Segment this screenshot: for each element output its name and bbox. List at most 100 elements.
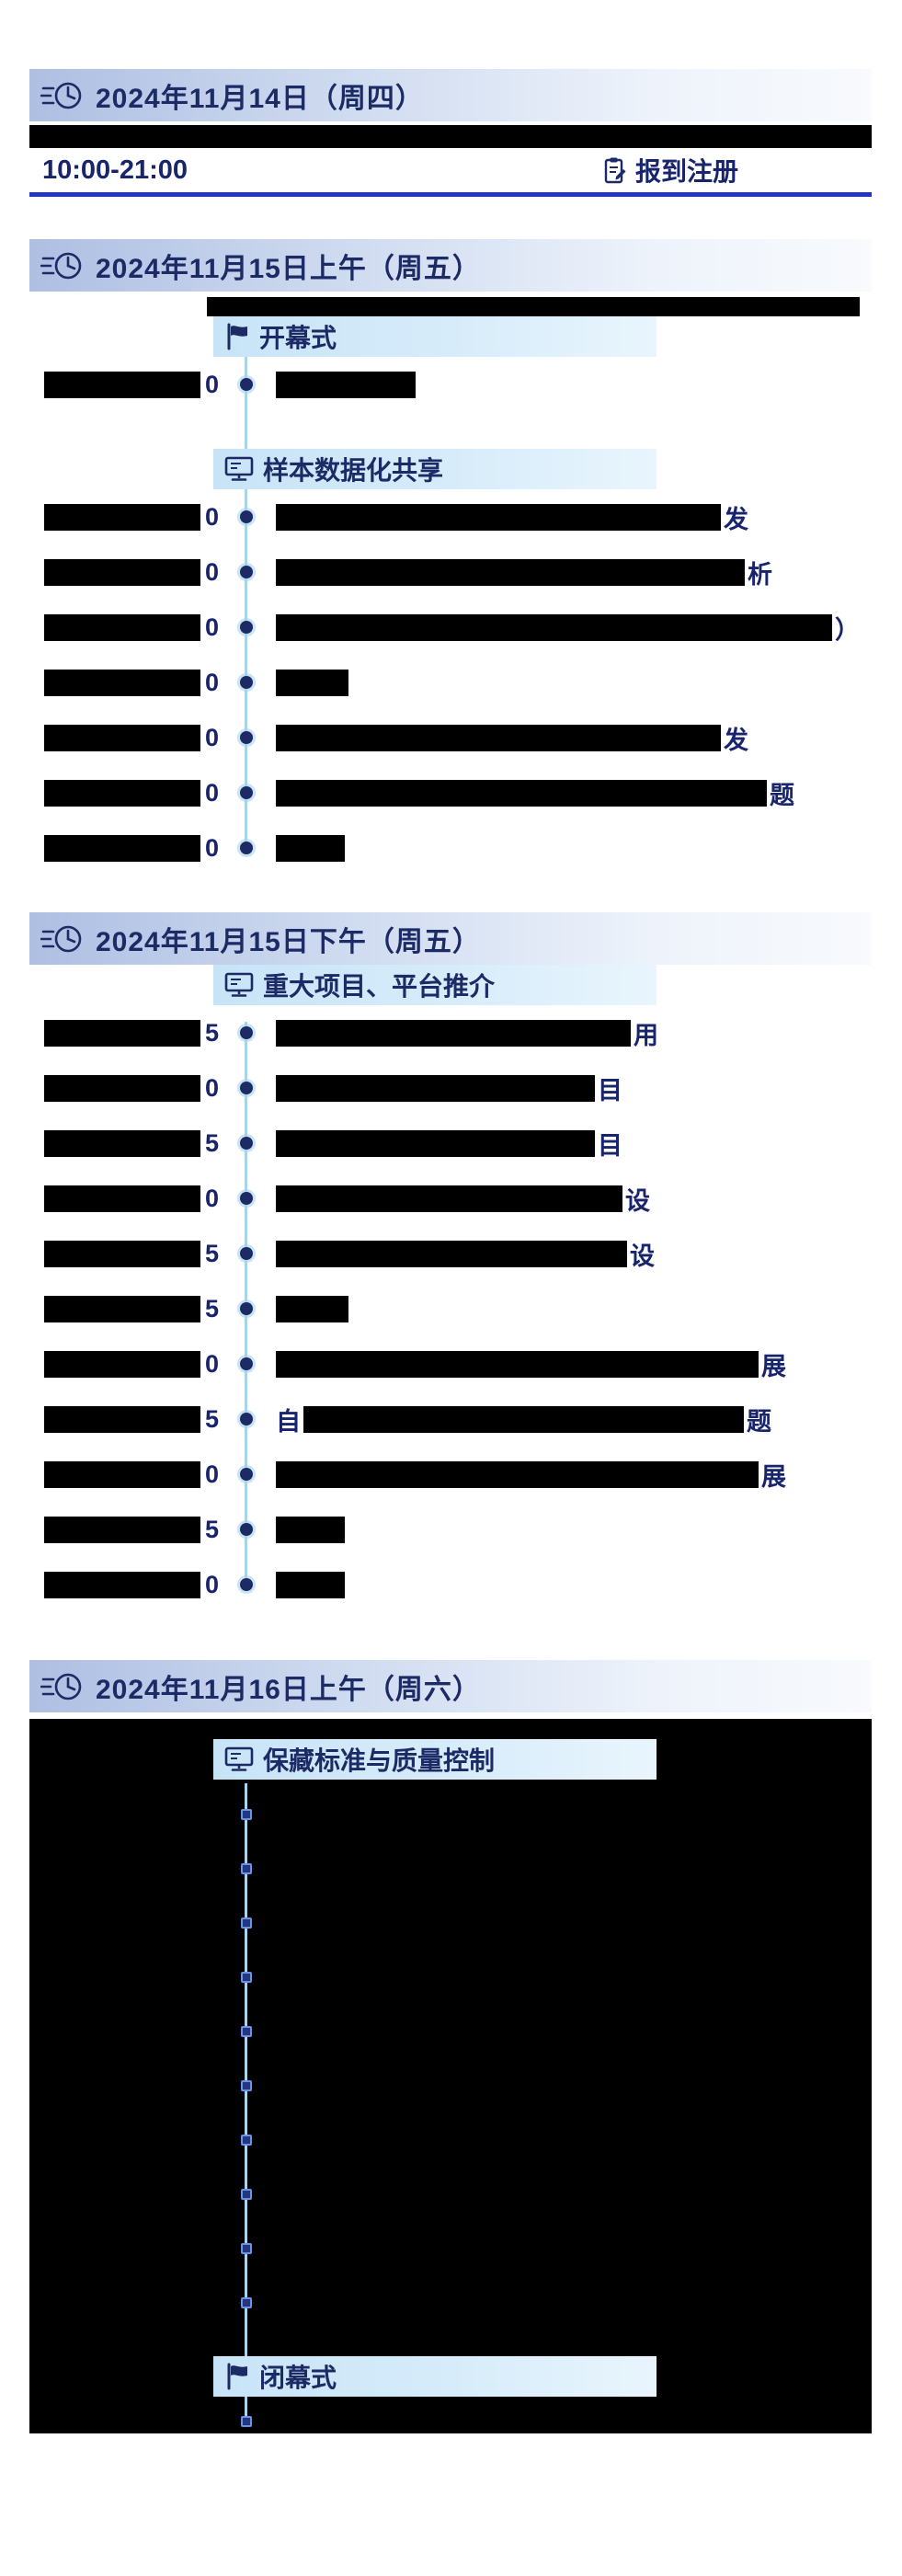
day2-morning-title: 2024年11月15日上午（周五） [96,253,481,284]
redacted-time [44,1460,200,1488]
agenda-row: 0 [29,357,872,412]
time-last-digit: 0 [205,502,220,531]
group-header: 样本数据化共享 [213,449,657,489]
clock-icon [40,79,83,112]
clock-icon [40,249,83,282]
agenda-item [276,1516,345,1543]
redacted-time [44,1516,200,1543]
time-last-digit: 5 [205,1239,220,1267]
redacted-agenda-item [276,1516,345,1543]
agenda-item: 用 [276,1015,658,1051]
timeline-dot [240,566,253,578]
agenda-item-visible-text: 发 [724,505,748,533]
registration-time: 10:00-21:00 [42,155,188,185]
section-day1: 2024年11月14日（周四） 10:00-21:00 报到注册 [29,69,872,197]
group-header: 开幕式 [213,316,657,357]
time-last-digit: 0 [205,370,220,398]
timeline-dot [241,2189,252,2200]
agenda-item: 设 [276,1236,655,1272]
day3-redacted-block: 保藏标准与质量控制闭幕式 [29,1719,872,2433]
agenda-item-visible-text: 目 [598,1076,622,1105]
redacted-time [44,558,200,586]
agenda-item [276,371,416,398]
timeline-dot [241,2026,252,2037]
timeline-line [245,348,247,848]
timeline-dot [240,1302,253,1315]
group-title: 保藏标准与质量控制 [263,1746,496,1775]
redacted-time [44,1019,200,1047]
timeline-dot [241,1863,252,1874]
group-title: 闭幕式 [259,2364,337,2392]
redacted-time [44,1405,200,1433]
agenda-item-visible-text: 设 [625,1186,650,1215]
redacted-time [44,1571,200,1598]
agenda-item-visible-text: 发 [724,726,748,754]
redacted-time [44,1350,200,1378]
registration-row: 10:00-21:00 报到注册 [29,148,872,192]
time-last-digit: 5 [205,1515,220,1543]
agenda-item: 展 [276,1346,786,1382]
timeline-dot [241,2080,252,2091]
timeline-dot [240,1468,253,1481]
timeline-dot [241,2297,252,2308]
redacted-agenda-item [276,1185,622,1212]
time-last-digit: 0 [205,1073,220,1102]
timeline-dot [240,786,253,799]
clock-icon [40,1670,83,1703]
timeline-dot [240,1578,253,1591]
timeline-dot [241,1809,252,1820]
redacted-time [44,724,200,751]
agenda-item: 自题 [276,1402,771,1437]
time-last-digit: 0 [205,833,220,862]
redacted-agenda-item [276,1129,595,1157]
agenda-row: 0） [29,600,872,655]
agenda-item-visible-text: 用 [634,1021,658,1049]
time-last-digit: 0 [205,1460,220,1488]
redacted-time [44,1129,200,1157]
timeline-dot [241,2135,252,2146]
redacted-agenda-item [276,724,721,751]
agenda-item: 发 [276,720,748,756]
agenda-item-visible-text: 展 [761,1352,786,1380]
flag-icon [224,2363,250,2390]
agenda-item: 发 [276,499,748,535]
timeline-dot [240,1082,253,1094]
agenda-item-visible-text: 题 [747,1407,771,1436]
time-last-digit: 5 [205,1128,220,1157]
agenda-row: 0 [29,1557,872,1612]
day3-title: 2024年11月16日上午（周六） [96,1674,481,1705]
redacted-agenda-item [276,503,721,531]
timeline-dot [240,1026,253,1039]
agenda-item-visible-text: 析 [748,560,772,589]
redacted-agenda-item [276,1074,595,1102]
agenda-item: 目 [276,1126,622,1162]
redacted-time [44,669,200,696]
time-last-digit: 0 [205,557,220,586]
agenda-item-visible-text: ） [835,615,860,644]
agenda-item [276,1295,348,1322]
day2-morning-header: 2024年11月15日上午（周五） [29,239,872,292]
redacted-agenda-item [276,1350,759,1378]
redacted-agenda-item [276,834,345,862]
redacted-time [44,1240,200,1267]
agenda-item [276,834,345,862]
redacted-agenda-item [276,779,767,807]
timeline-dot [240,510,253,523]
time-last-digit: 0 [205,668,220,696]
timeline-dot [240,1357,253,1370]
agenda-item [276,1571,345,1598]
agenda-item-visible-text: 展 [761,1462,786,1491]
redacted-agenda-item [276,669,348,696]
timeline-dot [240,676,253,689]
agenda-item-visible-text: 目 [598,1131,622,1160]
time-last-digit: 5 [205,1018,220,1047]
